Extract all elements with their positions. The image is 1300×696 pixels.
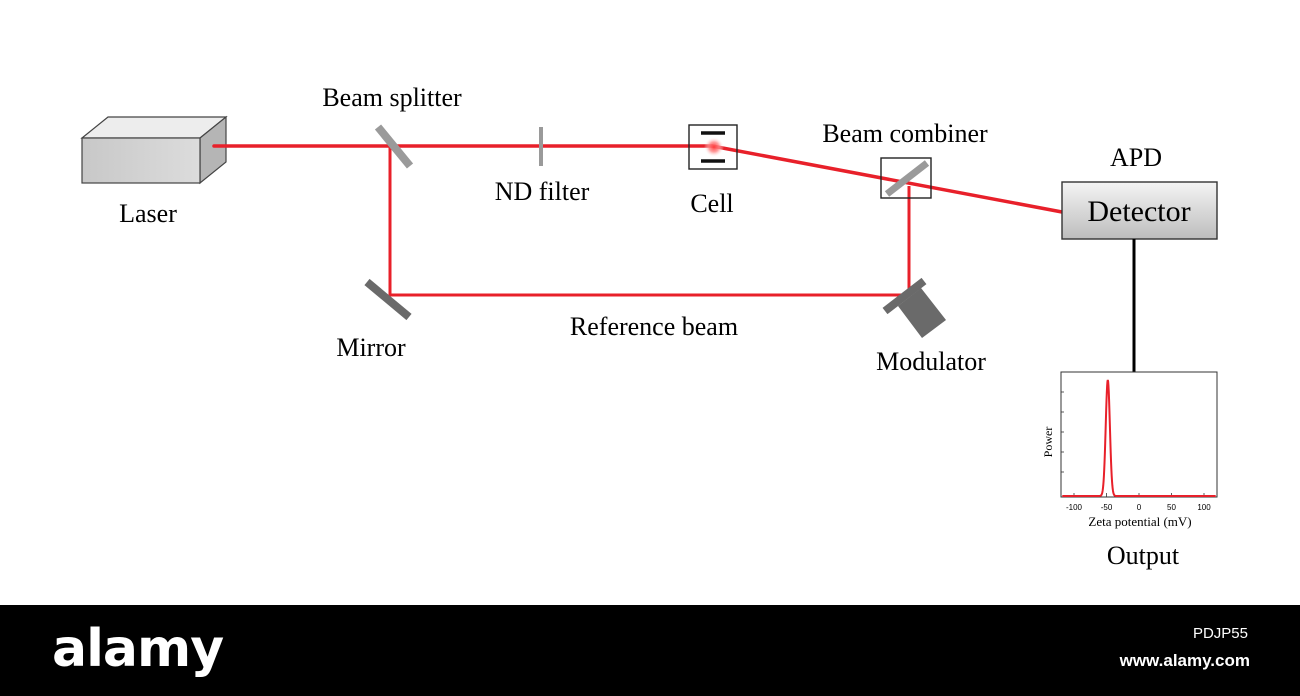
- beam-splitter-plate: [374, 124, 414, 169]
- reference-beam-path: [388, 146, 911, 297]
- stock-footer-bar: alamy PDJP55 www.alamy.com: [0, 605, 1300, 696]
- beam-combiner-label: Beam combiner: [822, 119, 988, 148]
- laser-label: Laser: [119, 199, 177, 228]
- apd-label: APD: [1110, 143, 1162, 172]
- beam-combiner: [880, 157, 932, 199]
- output-label: Output: [1107, 541, 1180, 570]
- detector-label: Detector: [1087, 195, 1190, 228]
- site-url: www.alamy.com: [1119, 651, 1250, 670]
- x-tick-label: 50: [1167, 503, 1176, 512]
- laser-beam-path: [212, 144, 1064, 214]
- detector-box: [1061, 181, 1218, 240]
- nd-filter-label: ND filter: [495, 177, 590, 206]
- mirror-plate: [364, 278, 412, 321]
- plot-frame: [1060, 371, 1218, 498]
- x-tick-label: 0: [1137, 503, 1142, 512]
- mirror-label: Mirror: [336, 333, 406, 362]
- alamy-logo: alamy: [52, 619, 224, 679]
- output-plot: -100 -50 0 50 100 Zeta potential (mV) Power: [1041, 371, 1218, 529]
- zeta-peak-line: [1062, 379, 1216, 497]
- plot-y-axis-label: Power: [1041, 427, 1055, 458]
- laser-unit: [80, 115, 228, 185]
- image-id: PDJP55: [1192, 625, 1248, 642]
- x-tick-label: -50: [1101, 503, 1113, 512]
- sample-cell: [688, 124, 738, 170]
- plot-x-axis-label: Zeta potential (mV): [1088, 514, 1191, 529]
- x-tick-label: -100: [1066, 503, 1083, 512]
- reference-beam-label: Reference beam: [570, 312, 738, 341]
- modulator-unit: [882, 277, 946, 338]
- modulator-label: Modulator: [876, 347, 986, 376]
- beam-splitter-label: Beam splitter: [322, 83, 462, 112]
- y-axis-ticks: [1061, 391, 1064, 473]
- cell-label: Cell: [690, 189, 733, 218]
- x-axis-tick-labels: -100 -50 0 50 100: [1066, 503, 1211, 512]
- x-tick-label: 100: [1197, 503, 1211, 512]
